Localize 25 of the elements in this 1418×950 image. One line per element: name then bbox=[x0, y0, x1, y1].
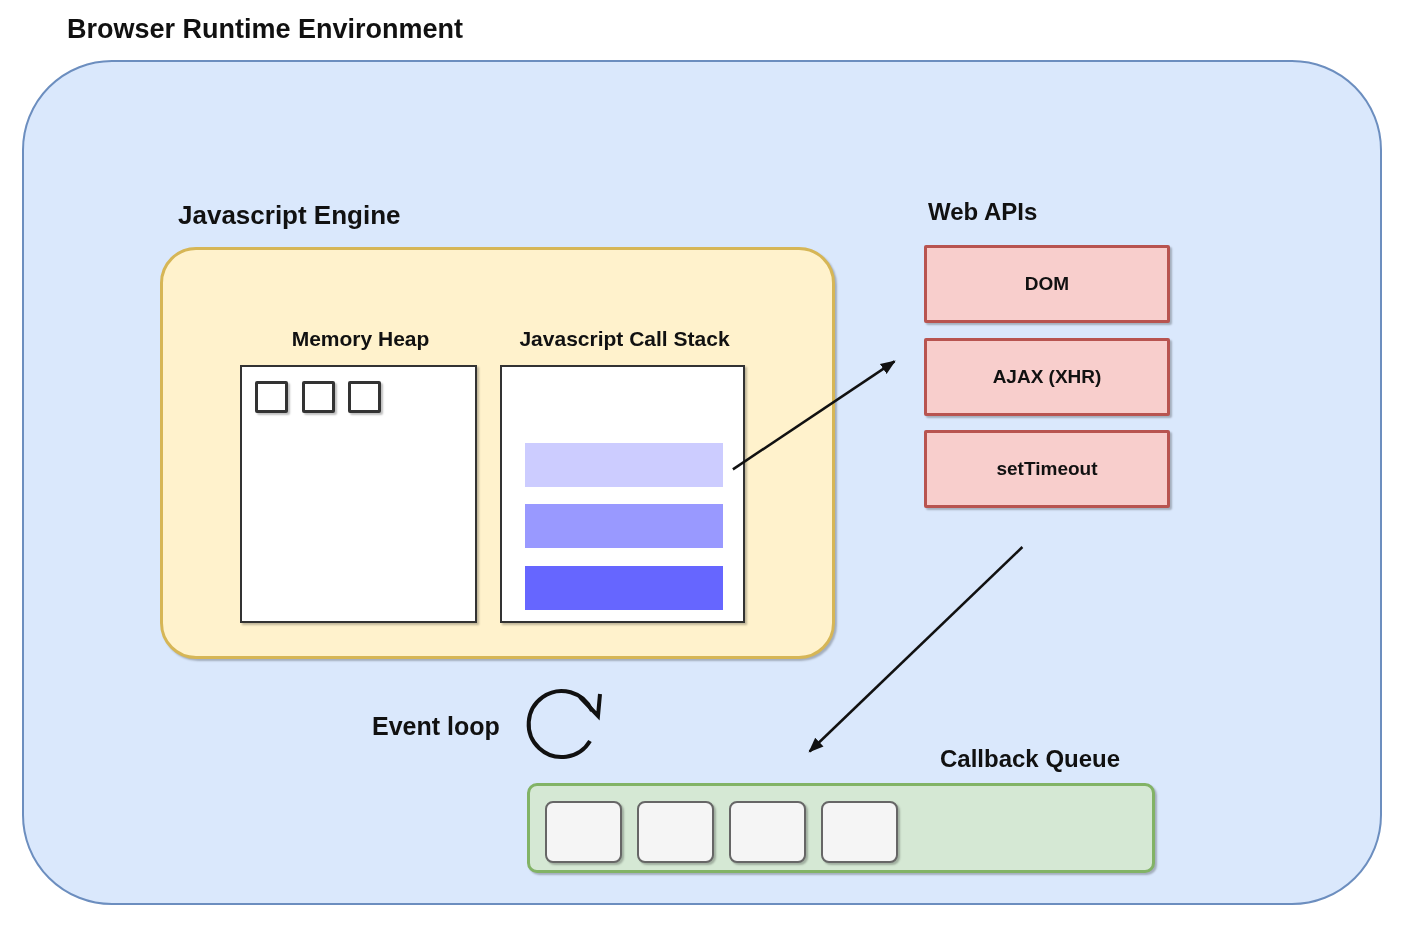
web-api-box bbox=[924, 245, 1170, 323]
callback-slot-box bbox=[545, 801, 622, 863]
section-heading: Callback Queue bbox=[940, 745, 1121, 773]
heap-object-box bbox=[348, 381, 381, 413]
arrow bbox=[808, 546, 1024, 753]
api-label: DOM bbox=[1023, 273, 1071, 295]
api-label: setTimeout bbox=[995, 458, 1099, 480]
section-heading: Memory Heap bbox=[290, 327, 431, 351]
group-heading: Web APIs bbox=[928, 198, 1038, 226]
callback-slot-box bbox=[729, 801, 806, 863]
section-heading: Javascript Call Stack bbox=[518, 327, 731, 351]
stack-frame-bar bbox=[525, 504, 723, 548]
event-loop-label: Event loop bbox=[372, 712, 500, 741]
web-api-box bbox=[924, 430, 1170, 508]
heap-object-box bbox=[302, 381, 335, 413]
web-api-box bbox=[924, 338, 1170, 416]
callback-slot-box bbox=[637, 801, 714, 863]
stack-frame-bar bbox=[525, 566, 723, 610]
arrow bbox=[732, 360, 896, 471]
stack-frame-bar bbox=[525, 443, 723, 487]
callback-slot-box bbox=[821, 801, 898, 863]
section-heading: Javascript Engine bbox=[178, 200, 401, 231]
api-label: AJAX (XHR) bbox=[991, 366, 1103, 388]
heap-object-box bbox=[255, 381, 288, 413]
section-heading: Browser Runtime Environment bbox=[67, 14, 464, 45]
